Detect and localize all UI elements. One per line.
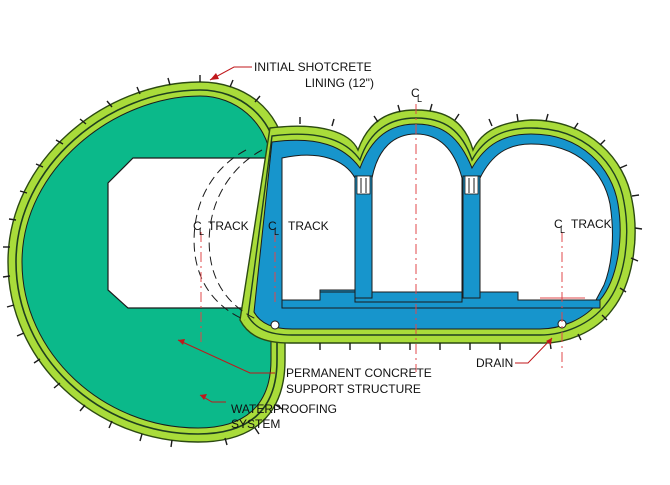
left-column <box>354 175 373 299</box>
leader-arrowheads <box>178 73 552 400</box>
triple-arch-section <box>239 103 643 350</box>
arch-rock-bolts <box>299 103 643 350</box>
drain-leader <box>515 337 553 364</box>
right-column <box>462 175 481 299</box>
track-2-text: TRACK <box>288 219 329 233</box>
center-tube-opening <box>371 133 463 293</box>
support-label-line1: PERMANENT CONCRETE <box>286 366 432 380</box>
waterproof-label-line2: SYSTEM <box>231 417 280 431</box>
overlap-dashed-arc-1 <box>193 149 247 321</box>
support-leader <box>177 339 275 374</box>
track-2-l: L <box>274 227 279 237</box>
drain-hole-left <box>270 320 280 330</box>
track-label-left-2: C L TRACK <box>268 219 329 237</box>
track-label-left-1: C L TRACK <box>193 219 249 237</box>
track-3-text: TRACK <box>571 217 612 231</box>
centerline-main-c: C <box>411 86 420 100</box>
cavern-rock-bolts <box>2 75 283 448</box>
drain-label: DRAIN <box>476 356 513 370</box>
waterproof-label-line1: WATERPROOFING <box>231 402 337 416</box>
right-tube-opening <box>479 143 613 301</box>
track-1-text: TRACK <box>208 219 249 233</box>
arch-waterproofing-line <box>247 117 628 336</box>
track-2-c: C <box>268 219 277 233</box>
centerlines <box>200 104 585 372</box>
track-1-l: L <box>199 227 204 237</box>
centerline-main-symbol: C L <box>411 86 422 104</box>
floor-slab <box>281 291 601 309</box>
track-3-c: C <box>554 217 563 231</box>
support-label-line2: SUPPORT STRUCTURE <box>286 382 421 396</box>
overlap-dashed-arc-2 <box>208 149 263 321</box>
centerline-main-l: L <box>417 94 422 104</box>
shotcrete-label-line2: LINING (12") <box>305 76 374 90</box>
shotcrete-label-line1: INITIAL SHOTCRETE <box>254 60 372 74</box>
shotcrete-leader <box>209 66 252 81</box>
cavern-section <box>2 75 286 448</box>
track-1-c: C <box>193 219 202 233</box>
track-label-right: C L TRACK <box>554 217 612 235</box>
track-3-l: L <box>560 225 565 235</box>
